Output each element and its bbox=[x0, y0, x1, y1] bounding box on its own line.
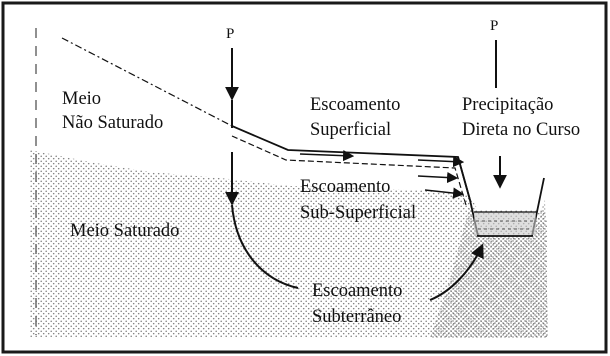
unsaturated-zone-label-line2: Não Saturado bbox=[62, 113, 163, 133]
surface-runoff-label-line2: Superficial bbox=[310, 120, 391, 140]
saturated-zone-label: Meio Saturado bbox=[70, 221, 179, 241]
subsurface-runoff-arrow bbox=[417, 171, 459, 184]
groundwater-flow-path bbox=[231, 204, 299, 289]
surface-runoff-label-line1: Escoamento bbox=[310, 95, 400, 115]
unsaturated-zone-label-line1: Meio bbox=[62, 89, 101, 109]
subsurface-runoff-arrow-2 bbox=[424, 187, 465, 199]
groundwater-runoff-label-line1: Escoamento bbox=[312, 281, 402, 301]
surface-runoff-arrow bbox=[299, 150, 355, 162]
saturated-zone bbox=[30, 150, 548, 338]
channel-bed-soil bbox=[430, 200, 548, 338]
direct-precipitation-label-line1: Precipitação bbox=[462, 95, 553, 115]
direct-precipitation-label-line2: Direta no Curso bbox=[462, 120, 580, 140]
groundwater-runoff-label-line2: Subterrâneo bbox=[312, 307, 401, 327]
precipitation-label-right: P bbox=[490, 18, 498, 34]
stream-water bbox=[474, 212, 536, 235]
surface-runoff-line-lower bbox=[231, 135, 467, 206]
subsurface-runoff-label-line1: Escoamento bbox=[300, 177, 390, 197]
surface-runoff-arrow-2 bbox=[417, 155, 465, 168]
groundwater-flow-arrow bbox=[429, 243, 484, 301]
subsurface-runoff-label-line2: Sub-Superficial bbox=[300, 203, 416, 223]
ground-surface-slope bbox=[61, 37, 233, 127]
precipitation-label-left: P bbox=[226, 26, 234, 42]
